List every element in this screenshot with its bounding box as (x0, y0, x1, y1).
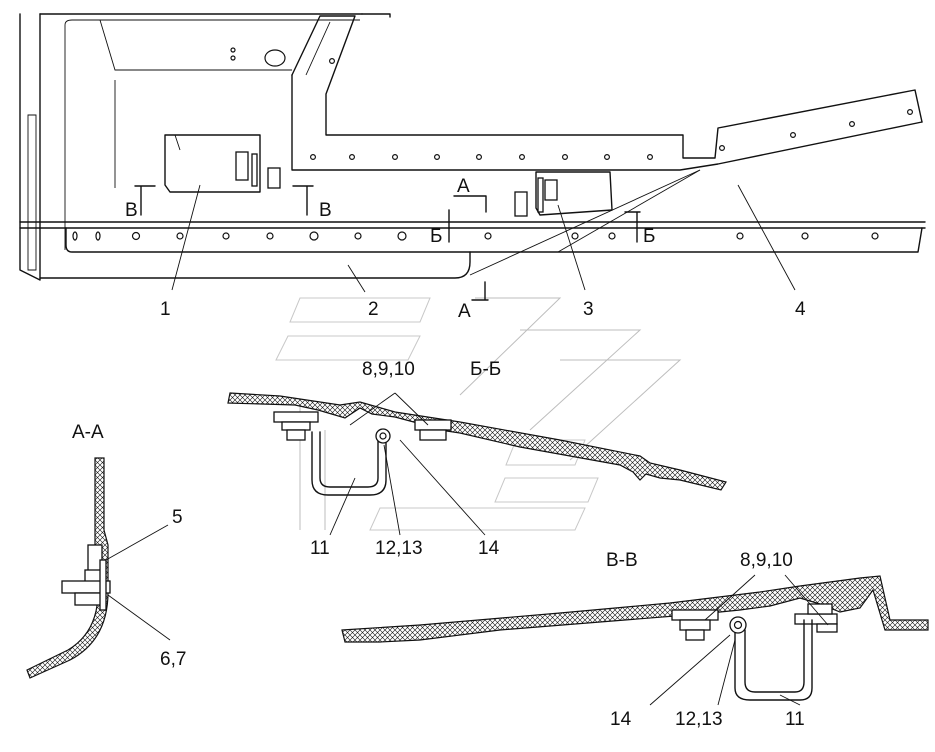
callout-11-v: 11 (785, 709, 805, 730)
callout-4: 4 (795, 299, 806, 320)
callout-3: 3 (583, 299, 594, 320)
callout-1: 1 (160, 299, 171, 320)
section-b-b (227, 392, 727, 536)
section-marker-b-right: Б (643, 226, 655, 247)
panel-holes (72, 57, 913, 241)
section-title-b-b: Б-Б (470, 359, 501, 380)
callout-14-b: 14 (478, 538, 500, 559)
watermark-logo (275, 297, 682, 531)
callout-14-v: 14 (610, 709, 632, 730)
section-title-a-a: А-А (72, 422, 104, 443)
section-marker-a-top: А (457, 176, 470, 197)
callout-5: 5 (172, 507, 183, 528)
callout-6-7: 6,7 (160, 649, 186, 670)
section-a-a (26, 457, 171, 679)
section-marker-v-left: В (125, 200, 138, 221)
section-title-v-v: В-В (606, 550, 638, 571)
section-v-v (341, 574, 929, 706)
section-marker-a-bottom: А (458, 301, 471, 322)
main-view (19, 13, 926, 301)
callout-12-13-v: 12,13 (675, 709, 723, 730)
section-marker-b-left: Б (430, 226, 442, 247)
callout-8-9-10-b: 8,9,10 (362, 359, 415, 380)
section-marker-v-right: В (319, 200, 332, 221)
callout-8-9-10-v: 8,9,10 (740, 550, 793, 571)
callout-11-b: 11 (310, 538, 330, 559)
callout-12-13-b: 12,13 (375, 538, 423, 559)
callout-2: 2 (368, 299, 379, 320)
